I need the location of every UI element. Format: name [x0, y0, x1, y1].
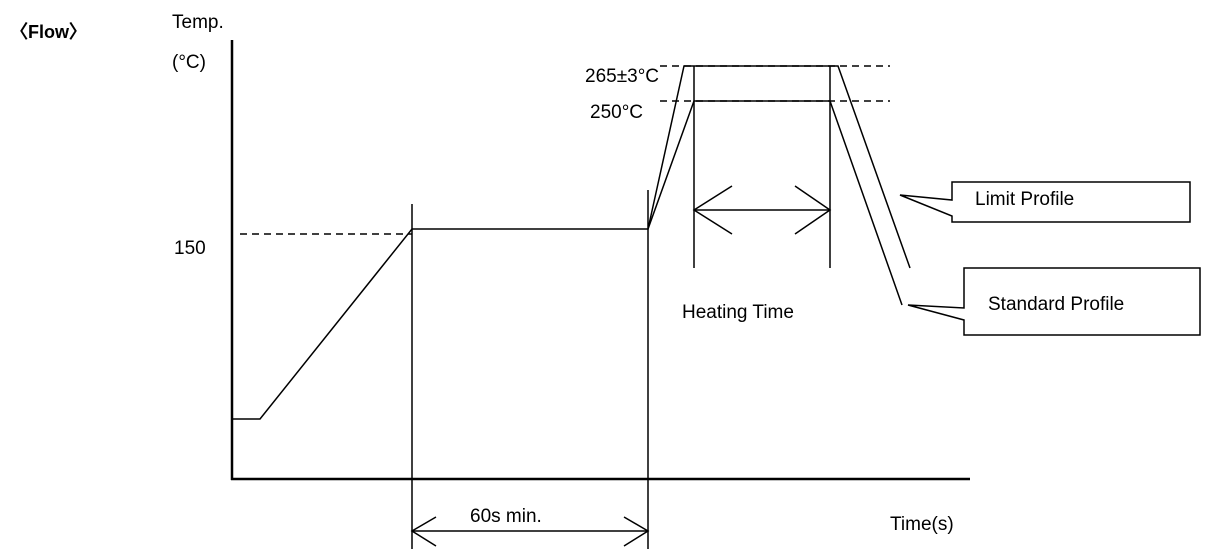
preheat-arrowhead-right: [623, 516, 650, 547]
preheat-duration-label: 60s min.: [470, 506, 542, 527]
limit-profile-callout: [899, 181, 1191, 223]
preheat-arrowhead-left: [410, 516, 437, 547]
standard-profile-callout: [907, 267, 1201, 336]
preheat-level-label: 150: [174, 238, 206, 259]
heating-time-label: Heating Time: [682, 302, 794, 323]
heating-arrowhead-left: [692, 185, 733, 235]
standard-profile-label: Standard Profile: [988, 294, 1124, 315]
diagram-title: 〈Flow〉: [10, 22, 87, 42]
y-axis-unit: (°C): [172, 52, 206, 73]
x-axis-label: Time(s): [890, 514, 954, 535]
limit-profile-curve: [647, 65, 911, 269]
heating-arrowhead-right: [794, 185, 832, 235]
y-axis-label: Temp.: [172, 12, 224, 33]
limit-profile-label: Limit Profile: [975, 189, 1074, 210]
standard-peak-label: 250°C: [590, 102, 643, 123]
limit-peak-label: 265±3°C: [585, 66, 659, 87]
standard-profile-curve: [232, 100, 903, 420]
